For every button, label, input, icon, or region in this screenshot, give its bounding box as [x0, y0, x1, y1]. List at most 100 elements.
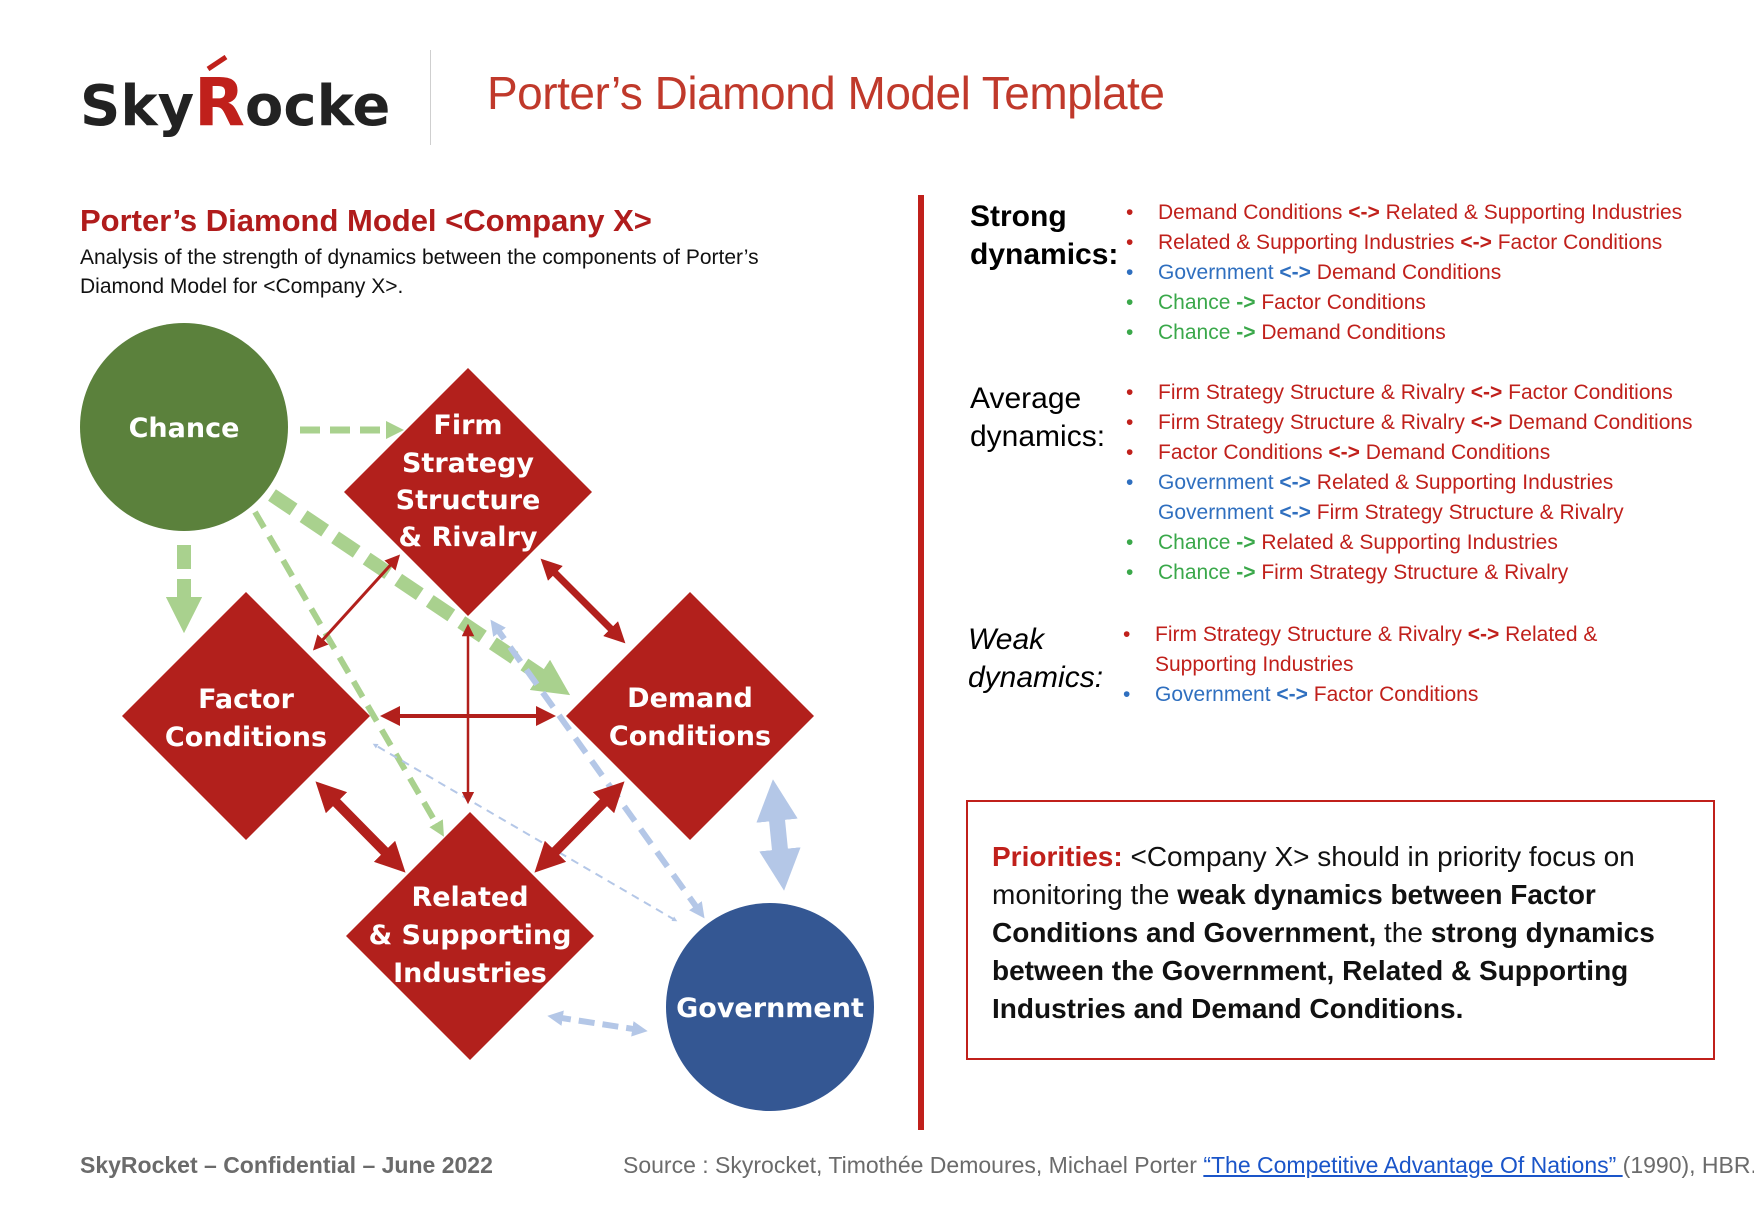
dynamic-target: Factor Conditions [1497, 231, 1663, 254]
footer-confidential: SkyRocket – Confidential – June 2022 [80, 1152, 493, 1178]
dynamic-source: Government [1158, 471, 1274, 494]
dynamic-operator: <-> [1279, 471, 1311, 494]
dynamic-source: Chance [1158, 531, 1231, 554]
source-suffix: (1990), HBR. [1622, 1152, 1754, 1178]
bullet-icon: • [1123, 623, 1131, 646]
bullet-icon: • [1126, 321, 1134, 344]
dynamic-operator: <-> [1328, 441, 1360, 464]
strong-label-line2: dynamics: [970, 238, 1119, 271]
factor-label-line2: Conditions [165, 722, 327, 753]
firm-label-line2: Strategy [402, 448, 534, 479]
dynamic-source: Related & Supporting Industries [1158, 231, 1455, 254]
dynamic-source: Firm Strategy Structure & Rivalry [1158, 381, 1465, 404]
bullet-icon: • [1126, 531, 1134, 554]
dynamic-source: Government [1158, 501, 1274, 524]
dynamic-target: Firm Strategy Structure & Rivalry [1316, 501, 1624, 524]
bullet-icon: • [1126, 291, 1134, 314]
dynamic-target: Demand Conditions [1261, 321, 1446, 344]
arrow-government-related [547, 1010, 648, 1037]
dynamic-operator: <-> [1467, 623, 1500, 646]
dynamic-target: Related & Supporting Industries [1385, 201, 1683, 224]
demand-conditions-node [566, 592, 814, 840]
firm-label-line4: & Rivalry [399, 522, 538, 553]
logo-accent-mark [206, 55, 228, 72]
dynamic-item: • Factor Conditions <-> Demand Conditions [1126, 438, 1693, 468]
section-divider [918, 195, 924, 1130]
bullet-icon: • [1126, 201, 1134, 224]
dynamic-item: • Government <-> Related & Supporting Ind… [1126, 468, 1693, 498]
dynamic-item: Government <-> Firm Strategy Structure &… [1126, 498, 1693, 528]
dynamic-source: Firm Strategy Structure & Rivalry [1158, 411, 1465, 434]
dynamic-item: •Firm Strategy Structure & Rivalry <-> R… [1123, 620, 1597, 650]
logo-text-ocket: ocket [245, 74, 390, 139]
arrow-demand-related [534, 781, 625, 873]
priorities-label: Priorities: [992, 841, 1123, 872]
bullet-icon: • [1126, 411, 1134, 434]
footer-source: Source : Skyrocket, Timothée Demoures, M… [623, 1152, 1754, 1179]
priorities-bold-2: strong dynamics between the Government, … [992, 917, 1655, 1024]
dynamic-operator: -> [1236, 531, 1256, 554]
dynamic-operator: -> [1236, 321, 1256, 344]
dynamic-target: Demand Conditions [1365, 441, 1551, 464]
dynamic-operator: <-> [1348, 201, 1380, 224]
source-link[interactable]: “The Competitive Advantage Of Nations” [1203, 1152, 1623, 1178]
arrow-firm-demand [540, 558, 626, 644]
dynamic-target: Firm Strategy Structure & Rivalry [1261, 561, 1569, 584]
arrow-government-demand [756, 779, 801, 891]
priorities-text-2: the [1376, 917, 1431, 948]
related-label-line2: & Supporting [369, 920, 572, 951]
dynamic-source: Chance [1158, 321, 1231, 344]
dynamic-operator: -> [1236, 561, 1256, 584]
dynamic-target: Factor Conditions [1508, 381, 1673, 404]
priorities-bold-1: weak dynamics between Factor Conditions … [992, 879, 1596, 948]
weak-dynamics-label: Weak dynamics: [968, 621, 1103, 697]
dynamic-operator: <-> [1470, 381, 1503, 404]
dynamic-source: Supporting Industries [1155, 653, 1354, 676]
government-label: Government [676, 993, 864, 1024]
dynamic-source: Chance [1158, 561, 1231, 584]
demand-label-line2: Conditions [609, 721, 771, 752]
dynamic-target: Related & Supporting Industries [1316, 471, 1614, 494]
strong-label-line1: Strong [970, 200, 1067, 233]
dynamic-target: Related & Supporting Industries [1261, 531, 1558, 554]
chance-node [80, 323, 288, 531]
average-dynamics-label: Average dynamics: [970, 380, 1105, 456]
arrow-chance-related [252, 510, 444, 837]
arrow-firm-factor [312, 554, 401, 651]
demand-label-line1: Demand [627, 683, 753, 714]
bullet-icon: • [1126, 441, 1134, 464]
skyrocket-logo: SkyRocket [80, 55, 390, 141]
dynamic-operator: <-> [1460, 231, 1492, 254]
dynamic-item: Supporting Industries [1123, 650, 1597, 680]
chance-label: Chance [129, 413, 240, 444]
firm-label-line3: Structure [396, 485, 541, 516]
arrow-government-factor [372, 743, 678, 922]
svg-text:SkyRocket: SkyRocket [80, 64, 390, 141]
dynamic-target: Demand Conditions [1508, 411, 1693, 434]
logo-text-r: R [194, 64, 245, 141]
weak-dynamics-list: •Firm Strategy Structure & Rivalry <-> R… [1123, 620, 1597, 710]
bullet-icon: • [1126, 471, 1134, 494]
bullet-icon: • [1126, 381, 1134, 404]
dynamic-target: Related & [1505, 623, 1598, 646]
priorities-box: Priorities: <Company X> should in priori… [966, 800, 1715, 1060]
dynamic-source: Demand Conditions [1158, 201, 1343, 224]
priorities-text-1: <Company X> should in priority focus on … [992, 841, 1635, 910]
dynamic-item: •Chance -> Factor Conditions [1126, 288, 1682, 318]
factor-label-line1: Factor [198, 684, 295, 715]
header-separator [430, 50, 431, 145]
government-node [666, 903, 874, 1111]
bullet-icon: • [1126, 261, 1134, 284]
dynamic-source: Government [1155, 683, 1271, 706]
bullet-icon: • [1123, 683, 1131, 706]
dynamic-source: Factor Conditions [1158, 441, 1323, 464]
bullet-icon: • [1126, 231, 1134, 254]
page-title: Porter’s Diamond Model Template [487, 67, 1165, 119]
section-title: Porter’s Diamond Model <Company X> [80, 203, 652, 238]
dynamic-item: •Firm Strategy Structure & Rivalry <-> D… [1126, 408, 1693, 438]
dynamic-target: Factor Conditions [1313, 683, 1479, 706]
related-supporting-node [346, 812, 594, 1060]
dynamic-item: • Demand Conditions <-> Related & Support… [1126, 198, 1682, 228]
dynamic-source: Chance [1158, 291, 1231, 314]
average-label-line2: dynamics: [970, 420, 1106, 453]
